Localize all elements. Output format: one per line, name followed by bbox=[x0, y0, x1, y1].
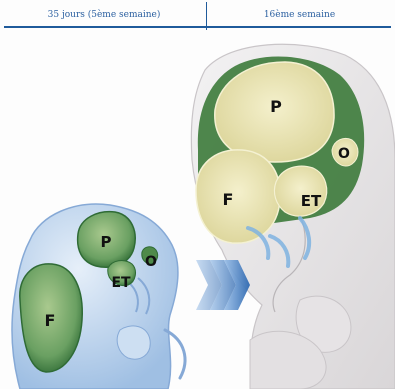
fetus-label-f: F bbox=[223, 190, 234, 209]
fetus-label-o: O bbox=[338, 146, 350, 162]
fetus-label-et: ET bbox=[301, 192, 322, 210]
embryo-label-o: O bbox=[145, 254, 157, 270]
embryo-figure: P ET O F bbox=[12, 204, 185, 389]
fetus-figure: P F ET O bbox=[191, 44, 395, 389]
embryo-label-et: ET bbox=[111, 275, 131, 291]
fetus-label-p: P bbox=[270, 97, 282, 116]
fetus-f-vesicle bbox=[196, 150, 280, 243]
embryo-label-f: F bbox=[45, 311, 56, 330]
embryo-limb-bud bbox=[117, 326, 150, 359]
embryo-label-p: P bbox=[101, 233, 112, 251]
